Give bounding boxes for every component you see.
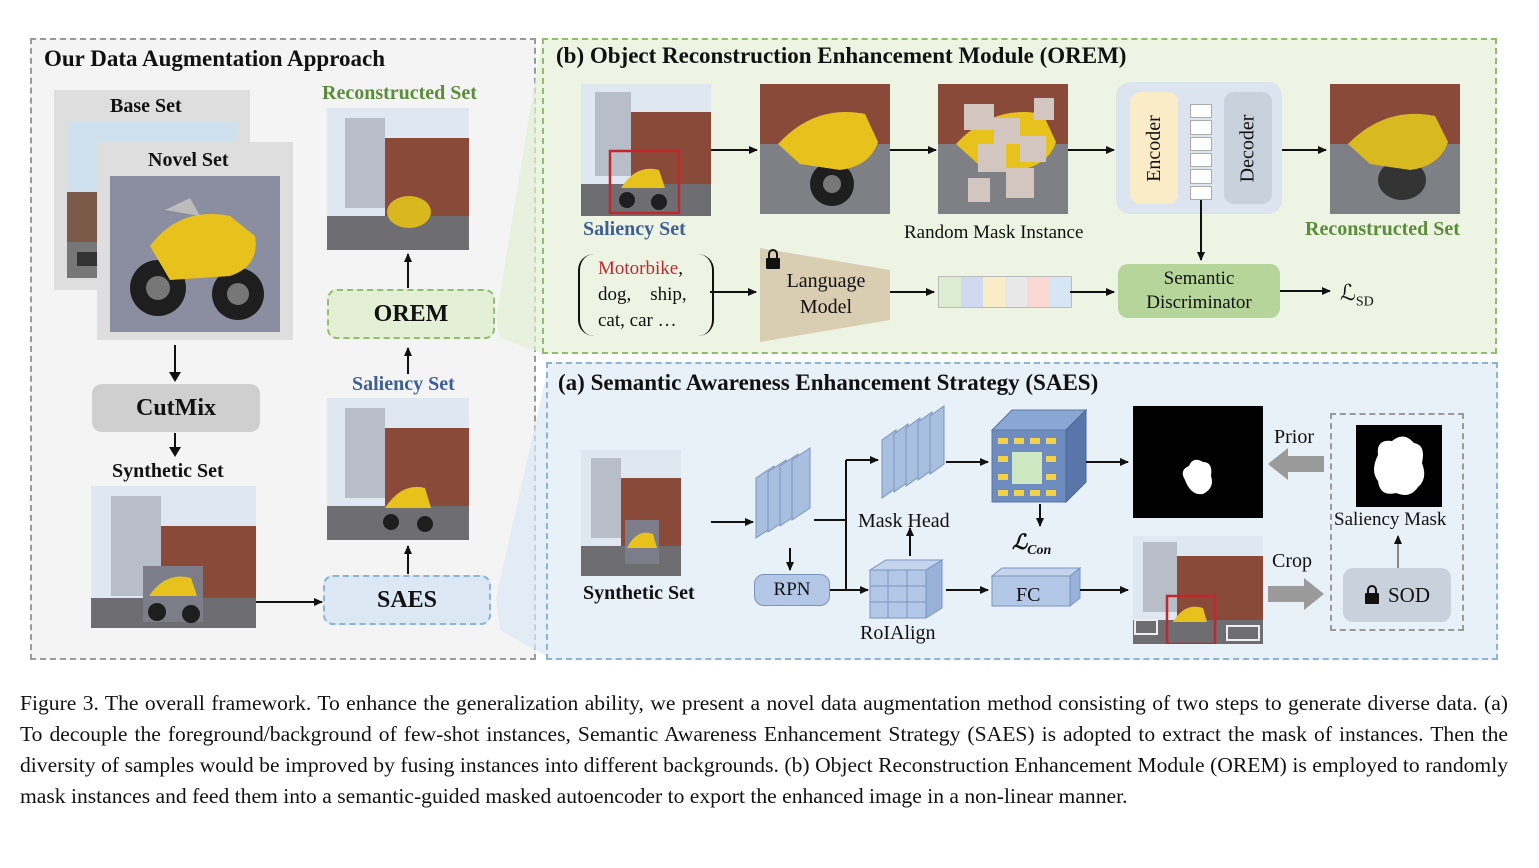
cropped-instance-image	[760, 84, 890, 214]
semantic-disc-line-1: Semantic	[1163, 268, 1235, 289]
synthetic-set-image	[91, 486, 256, 628]
saes-network-diagram	[755, 405, 1129, 619]
mask-head-label: Mask Head	[858, 510, 950, 532]
saes-input-image	[581, 450, 681, 576]
language-model-line-2: Model	[799, 296, 853, 318]
detection-image	[1133, 536, 1263, 644]
crop-arrow	[1268, 578, 1324, 610]
orem-panel-title: (b) Object Reconstruction Enhancement Mo…	[556, 43, 1127, 68]
left-panel-title: Our Data Augmentation Approach	[44, 46, 386, 71]
semantic-disc-line-2: Discriminator	[1146, 292, 1252, 313]
prior-arrow	[1268, 448, 1324, 480]
orem-box: OREM	[327, 289, 495, 339]
masked-instance-image	[938, 84, 1068, 214]
random-mask-label: Random Mask Instance	[904, 222, 1084, 243]
synthetic-set-label: Synthetic Set	[112, 460, 224, 482]
class-list-brace	[578, 254, 714, 336]
saliency-mask-image	[1356, 425, 1442, 507]
sod-box: SOD	[1343, 568, 1451, 622]
encoder-box: Encoder	[1130, 92, 1178, 204]
cutmix-box: CutMix	[92, 384, 260, 432]
class-list: Motorbike, dog, ship, cat, car …	[598, 256, 687, 334]
loss-con-subscript: Con	[1027, 543, 1052, 559]
language-model-line-1: Language	[786, 270, 866, 292]
saes-panel-title: (a) Semantic Awareness Enhancement Strat…	[558, 370, 1099, 395]
prior-label: Prior	[1274, 426, 1314, 448]
orem-label: OREM	[373, 300, 449, 327]
base-set-label: Base Set	[110, 95, 182, 117]
orem-input-image	[581, 84, 711, 216]
lock-icon	[766, 249, 780, 269]
figure-caption: Figure 3. The overall framework. To enha…	[20, 691, 1508, 808]
left-saliency-set-image	[327, 398, 469, 540]
fc-label: FC	[1016, 584, 1041, 606]
mask-head-layers	[881, 405, 945, 499]
loss-sd-subscript: SD	[1355, 294, 1374, 310]
mask-feature-cube	[990, 408, 1088, 504]
fc-block	[990, 566, 1082, 608]
loss-con: ℒCon	[1012, 530, 1051, 559]
backbone-layers	[755, 447, 811, 539]
predicted-mask-image	[1133, 406, 1263, 518]
text-embedding	[938, 276, 1072, 308]
roialign-cube	[868, 559, 944, 619]
roialign-label: RoIAlign	[860, 622, 936, 644]
crop-label: Crop	[1272, 550, 1312, 572]
sod-label: SOD	[1387, 582, 1430, 607]
loss-con-symbol: ℒ	[1012, 530, 1028, 554]
rpn-box: RPN	[754, 574, 830, 606]
left-reconstructed-set-image	[327, 108, 469, 250]
saes-box: SAES	[323, 575, 491, 625]
semantic-discriminator-box: Semantic Discriminator	[1118, 264, 1280, 318]
class-line-3: cat, car …	[598, 310, 677, 331]
class-highlight: Motorbike	[598, 258, 679, 279]
sod-group	[1330, 413, 1464, 631]
cutmix-label: CutMix	[136, 394, 216, 421]
class-line-2: dog, ship,	[598, 284, 687, 305]
orem-saliency-set-label: Saliency Set	[583, 218, 686, 240]
encoder-label: Encoder	[1142, 114, 1165, 182]
left-saliency-set-label: Saliency Set	[352, 373, 455, 395]
novel-set-image	[110, 176, 280, 332]
loss-sd-symbol: ℒ	[1340, 280, 1356, 305]
novel-set-label: Novel Set	[148, 149, 229, 171]
left-reconstructed-set-label: Reconstructed Set	[322, 82, 477, 104]
language-model-block	[760, 248, 890, 342]
orem-reconstructed-set-label: Reconstructed Set	[1305, 218, 1460, 240]
decoder-box: Decoder	[1224, 92, 1272, 204]
lock-icon	[1364, 585, 1379, 604]
orem-reconstructed-image	[1330, 84, 1460, 214]
saes-label: SAES	[376, 586, 438, 613]
decoder-label: Decoder	[1236, 114, 1259, 182]
saliency-mask-label: Saliency Mask	[1334, 509, 1447, 530]
rpn-label: RPN	[773, 579, 811, 600]
loss-sd: ℒSD	[1340, 280, 1374, 310]
latent-vector	[1190, 104, 1212, 200]
language-model-text: Language Model	[776, 268, 876, 320]
saes-synthetic-label: Synthetic Set	[583, 582, 695, 604]
class-line1-rest: ,	[678, 258, 683, 279]
